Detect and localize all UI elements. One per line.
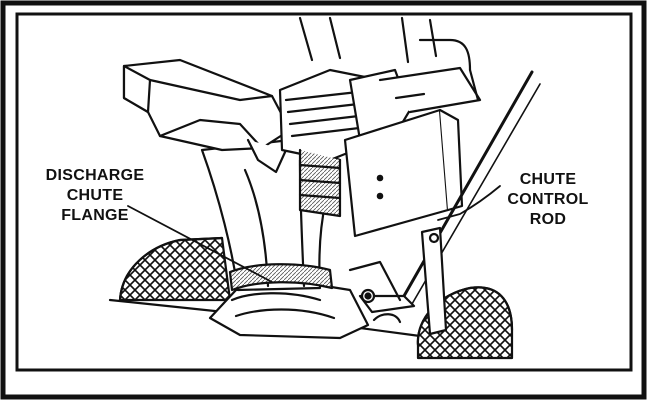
label-line: CHUTE: [519, 171, 577, 188]
inner-border: [15, 12, 633, 372]
leader-chute-control-rod: [437, 185, 501, 221]
label-line: DISCHARGE: [45, 167, 145, 184]
handle-frame: [298, 16, 472, 72]
label-line: FLANGE: [61, 207, 129, 224]
engine: [278, 66, 482, 238]
label-chute-control-rod: CHUTE CONTROL ROD: [498, 170, 598, 230]
label-line: CONTROL: [507, 191, 589, 208]
frame-arm: [420, 226, 448, 336]
label-discharge-chute-flange: DISCHARGE CHUTE FLANGE: [20, 166, 170, 226]
chute-flange: [228, 263, 334, 292]
leader-discharge-chute-flange: [127, 205, 273, 283]
label-line: ROD: [529, 211, 567, 228]
left-tire: [118, 236, 232, 302]
machine-art: [108, 16, 541, 360]
label-line: CHUTE: [66, 187, 124, 204]
